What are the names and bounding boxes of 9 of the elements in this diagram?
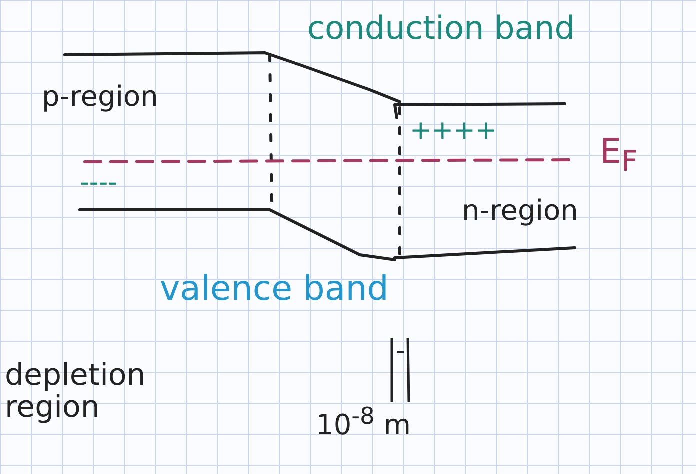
fermi-level-label: E$_{F}$ (600, 135, 638, 177)
region-label: p-region (42, 82, 158, 112)
region-label: n-region (462, 196, 578, 226)
charge-signs: ++++ (410, 118, 498, 146)
band-label: valence band (160, 272, 389, 308)
charge-signs: ---- (80, 170, 118, 198)
region-label: depletion region (5, 360, 145, 423)
band-label: conduction band (306, 12, 575, 46)
dimension-label: 10$^{-8}$ m (316, 404, 412, 440)
